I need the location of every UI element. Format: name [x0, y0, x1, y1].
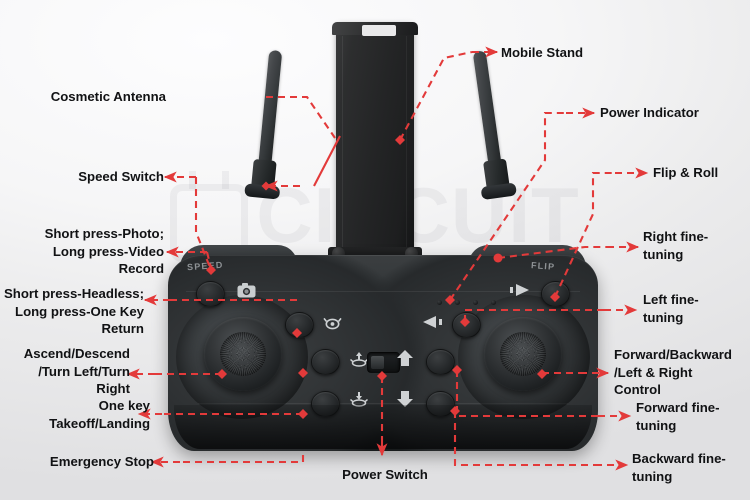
label-fwd-bwd-control: Forward/Backward /Left & Right Control: [614, 347, 732, 397]
speed-switch-button[interactable]: [196, 281, 225, 307]
antenna-right: [472, 50, 518, 201]
camera-icon: [237, 283, 256, 298]
arrow-up-trim-icon: [396, 350, 414, 367]
label-right-fine-tuning: Right fine- tuning: [643, 229, 709, 262]
headless-mode-button[interactable]: [285, 312, 314, 338]
takeoff-button[interactable]: [311, 349, 340, 375]
mobile-stand-seam-right: [406, 36, 407, 258]
antenna-right-blade: [472, 50, 502, 169]
antenna-left-base: [244, 183, 281, 200]
label-photo-video: Short press-Photo; Long press-Video Reco…: [44, 226, 164, 276]
led-3: [473, 300, 478, 305]
label-mobile-stand: Mobile Stand: [501, 45, 584, 60]
led-2: [455, 300, 460, 305]
arrow-left-flip-icon: [422, 315, 442, 329]
power-switch-knob[interactable]: [371, 356, 384, 369]
label-forward-fine-tuning: Forward fine- tuning: [636, 400, 720, 433]
landing-icon: [349, 392, 369, 407]
label-left-fine-tuning: Left fine- tuning: [643, 292, 699, 325]
faceplate-seam-top: [186, 291, 580, 292]
flip-roll-button[interactable]: [541, 281, 570, 307]
power-indicator-leds: [437, 300, 497, 306]
led-1: [437, 300, 442, 305]
led-4: [491, 300, 496, 305]
arrow-down-trim-icon: [396, 391, 414, 408]
label-power-switch: Power Switch: [342, 467, 428, 482]
label-headless-return: Short press-Headless; Long press-One Key…: [4, 286, 144, 336]
takeoff-icon: [349, 352, 369, 367]
headless-mode-icon: [323, 315, 342, 331]
label-flip-roll: Flip & Roll: [653, 165, 719, 180]
mobile-stand-clip: [362, 25, 396, 36]
controller-bottom-edge: [174, 405, 592, 449]
label-power-indicator: Power Indicator: [600, 105, 699, 120]
mobile-stand: [328, 22, 422, 263]
label-backward-fine-tuning: Backward fine- tuning: [632, 451, 726, 484]
mobile-stand-seam-left: [342, 36, 343, 258]
shoulder-label-flip: FLIP: [530, 260, 556, 272]
right-fine-tuning-button[interactable]: [452, 312, 481, 338]
antenna-left: [244, 49, 283, 200]
label-one-key-takeoff: One key Takeoff/Landing: [49, 398, 150, 431]
label-speed-switch: Speed Switch: [78, 169, 164, 184]
label-cosmetic-antenna: Cosmetic Antenna: [50, 89, 166, 104]
right-joystick[interactable]: [484, 317, 562, 391]
controller-body: [168, 245, 598, 455]
forward-fine-tuning-button[interactable]: [426, 349, 455, 375]
controller-faceplate: [168, 255, 598, 451]
label-emergency-stop: Emergency Stop: [49, 454, 154, 469]
label-ascend-descend: Ascend/Descend /Turn Left/Turn Right: [23, 346, 130, 396]
antenna-left-blade: [258, 49, 283, 169]
arrow-right-flip-icon: [510, 283, 530, 297]
left-joystick[interactable]: [204, 317, 282, 391]
